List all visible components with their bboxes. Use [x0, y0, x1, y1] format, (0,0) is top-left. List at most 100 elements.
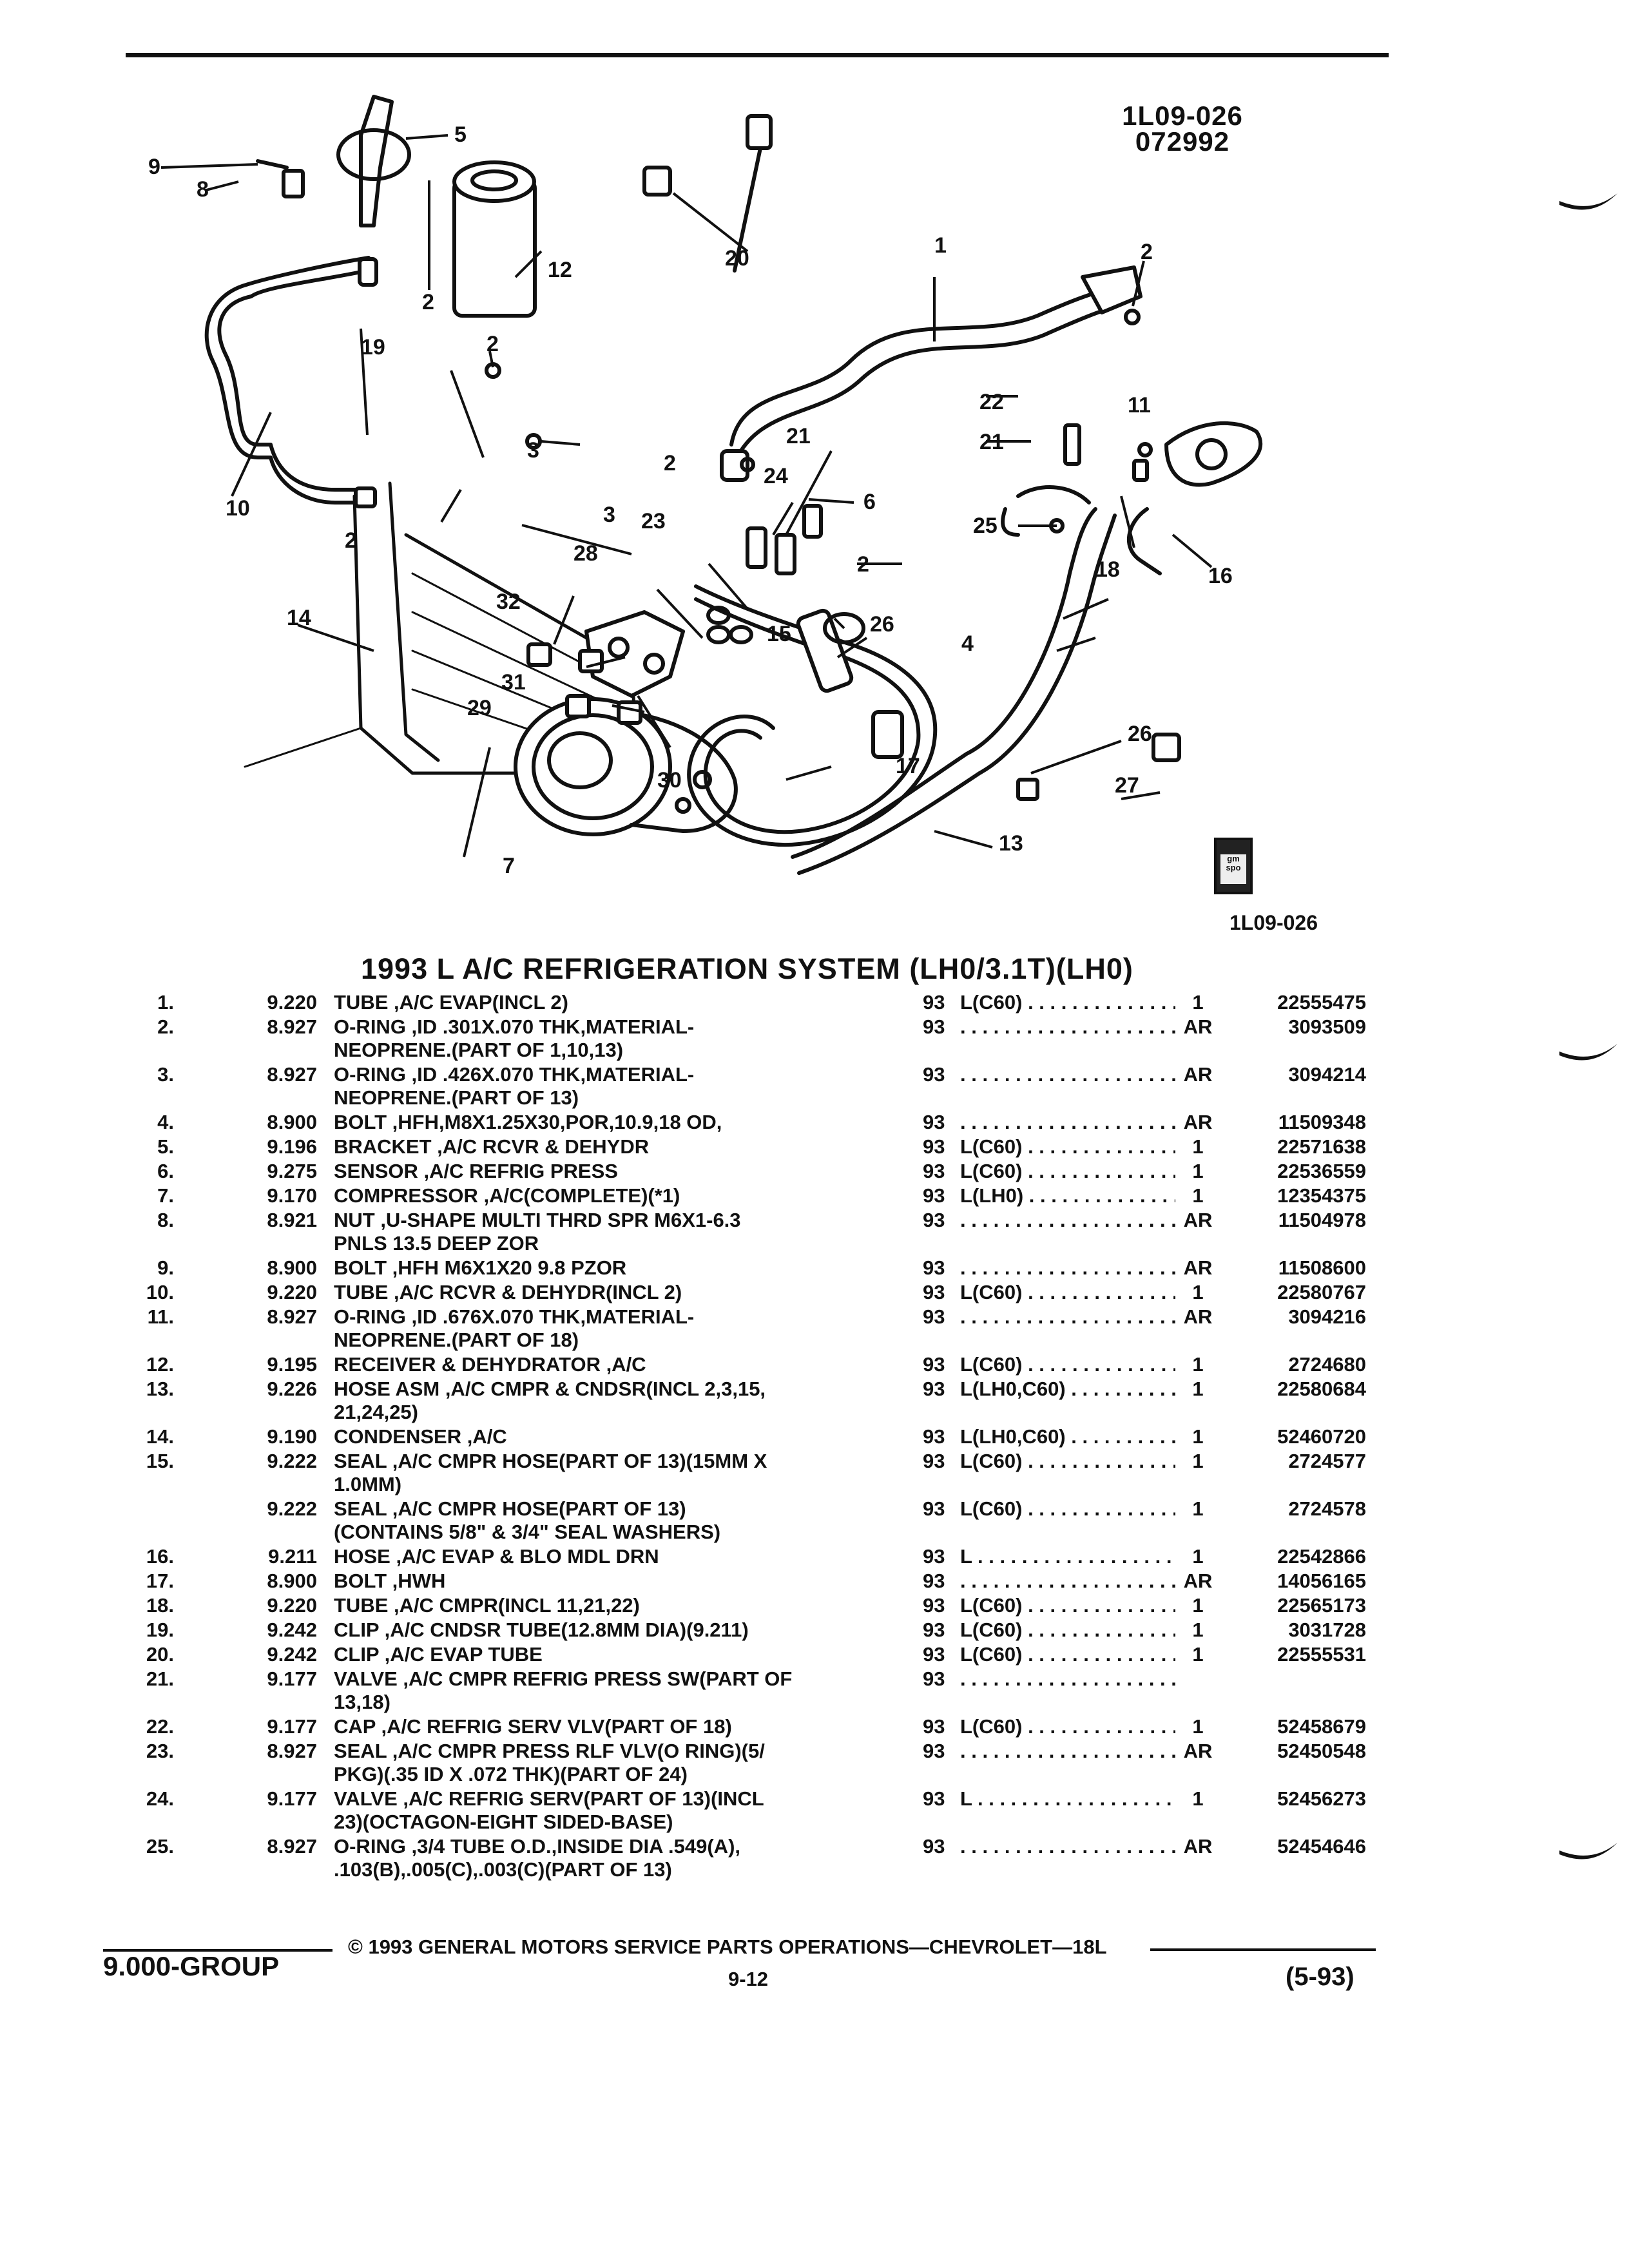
part-ref-number: 22. — [146, 1715, 174, 1738]
part-description-line: 13,18) — [334, 1691, 390, 1713]
part-year: 93 — [923, 1545, 945, 1568]
callout-17: 17 — [896, 754, 920, 778]
ref-code: 1L09-026 — [1122, 101, 1243, 131]
callout-8: 8 — [197, 177, 209, 202]
part-ref-number: 7. — [157, 1184, 174, 1207]
part-description-line: PKG)(.35 ID X .072 THK)(PART OF 24) — [334, 1763, 688, 1785]
part-ref-number: 5. — [157, 1135, 174, 1158]
part-description-line: SENSOR ,A/C REFRIG PRESS — [334, 1160, 618, 1182]
part-year: 93 — [923, 1015, 945, 1038]
part-ref-number: 1. — [157, 991, 174, 1014]
part-quantity: 1 — [1175, 1160, 1220, 1183]
footer-date: (5-93) — [1286, 1963, 1354, 1991]
part-description: BOLT ,HWH — [334, 1570, 888, 1593]
part-number: 3093509 — [1288, 1015, 1366, 1038]
part-description: BRACKET ,A/C RCVR & DEHYDR — [334, 1135, 888, 1158]
part-quantity: AR — [1175, 1256, 1220, 1280]
part-year: 93 — [923, 991, 945, 1014]
part-group-code: 9.177 — [267, 1787, 317, 1810]
part-ref-number: 2. — [157, 1015, 174, 1038]
part-year: 93 — [923, 1740, 945, 1762]
part-description-line: O-RING ,ID .676X.070 THK,MATERIAL- — [334, 1305, 695, 1328]
part-usage-code: L(C60) — [960, 1450, 1023, 1472]
part-year: 93 — [923, 1378, 945, 1400]
gm-spo-logo: gm spo — [1214, 838, 1253, 894]
part-description-line: NEOPRENE.(PART OF 18) — [334, 1329, 579, 1351]
part-quantity: 1 — [1175, 1497, 1220, 1521]
part-year: 93 — [923, 1184, 945, 1207]
part-description-line: SEAL ,A/C CMPR PRESS RLF VLV(O RING)(5/ — [334, 1740, 765, 1762]
part-usage: L(C60) — [960, 1353, 1179, 1376]
part-year: 93 — [923, 1305, 945, 1328]
scan-mark-icon — [1559, 1044, 1617, 1061]
part-quantity: 1 — [1175, 1643, 1220, 1666]
part-year: 93 — [923, 1425, 945, 1448]
part-usage-code: L(C60) — [960, 1281, 1023, 1303]
part-usage-code: L(C60) — [960, 1594, 1023, 1617]
callout-2: 2 — [422, 290, 434, 314]
part-year: 93 — [923, 1667, 945, 1690]
part-description: COMPRESSOR ,A/C(COMPLETE)(*1) — [334, 1184, 888, 1207]
part-quantity: AR — [1175, 1209, 1220, 1232]
part-usage-code: L(C60) — [960, 1715, 1023, 1738]
part-year: 93 — [923, 1063, 945, 1086]
top-rule — [126, 53, 1389, 57]
ref-date: 072992 — [1135, 126, 1230, 157]
part-group-code: 9.220 — [267, 991, 317, 1014]
part-usage: L — [960, 1787, 1179, 1811]
part-group-code: 9.226 — [267, 1378, 317, 1400]
part-quantity: 1 — [1175, 1619, 1220, 1642]
part-quantity: AR — [1175, 1835, 1220, 1858]
part-group-code: 8.900 — [267, 1111, 317, 1133]
part-description-line: BOLT ,HFH M6X1X20 9.8 PZOR — [334, 1256, 627, 1279]
callout-26: 26 — [1128, 722, 1152, 746]
part-group-code: 9.196 — [267, 1135, 317, 1158]
part-usage — [960, 1111, 1179, 1134]
footer-page-number: 9-12 — [728, 1968, 769, 1990]
callout-31: 31 — [501, 670, 526, 695]
part-usage — [960, 1209, 1179, 1232]
part-number: 22580767 — [1277, 1281, 1366, 1303]
receiver-dehydrator-drawing — [452, 160, 537, 318]
part-description-line: 23)(OCTAGON-EIGHT SIDED-BASE) — [334, 1811, 673, 1833]
part-quantity: 1 — [1175, 1715, 1220, 1738]
part-group-code: 9.242 — [267, 1619, 317, 1641]
part-description: O-RING ,ID .676X.070 THK,MATERIAL-NEOPRE… — [334, 1305, 888, 1352]
part-description: CLIP ,A/C EVAP TUBE — [334, 1643, 888, 1666]
part-ref-number: 8. — [157, 1209, 174, 1231]
part-ref-number: 24. — [146, 1787, 174, 1810]
part-quantity: 1 — [1175, 1450, 1220, 1473]
scan-mark-icon — [1559, 193, 1617, 210]
part-usage-code: L(C60) — [960, 1619, 1023, 1641]
part-usage — [960, 1667, 1179, 1691]
part-usage: L(C60) — [960, 1160, 1179, 1183]
part-ref-number: 19. — [146, 1619, 174, 1641]
part-quantity: 1 — [1175, 991, 1220, 1014]
part-usage — [960, 1063, 1179, 1086]
part-description-line: (CONTAINS 5/8" & 3/4" SEAL WASHERS) — [334, 1521, 721, 1543]
part-description: HOSE ASM ,A/C CMPR & CNDSR(INCL 2,3,15,2… — [334, 1378, 888, 1424]
part-description-line: NEOPRENE.(PART OF 1,10,13) — [334, 1039, 624, 1061]
part-description-line: 1.0MM) — [334, 1473, 402, 1495]
part-number: 22565173 — [1277, 1594, 1366, 1617]
part-ref-number: 25. — [146, 1835, 174, 1858]
part-usage — [960, 1740, 1179, 1763]
part-year: 93 — [923, 1835, 945, 1858]
part-description-line: BOLT ,HFH,M8X1.25X30,POR,10.9,18 OD, — [334, 1111, 722, 1133]
part-number: 52450548 — [1277, 1740, 1366, 1762]
part-year: 93 — [923, 1619, 945, 1641]
part-group-code: 9.222 — [267, 1497, 317, 1520]
